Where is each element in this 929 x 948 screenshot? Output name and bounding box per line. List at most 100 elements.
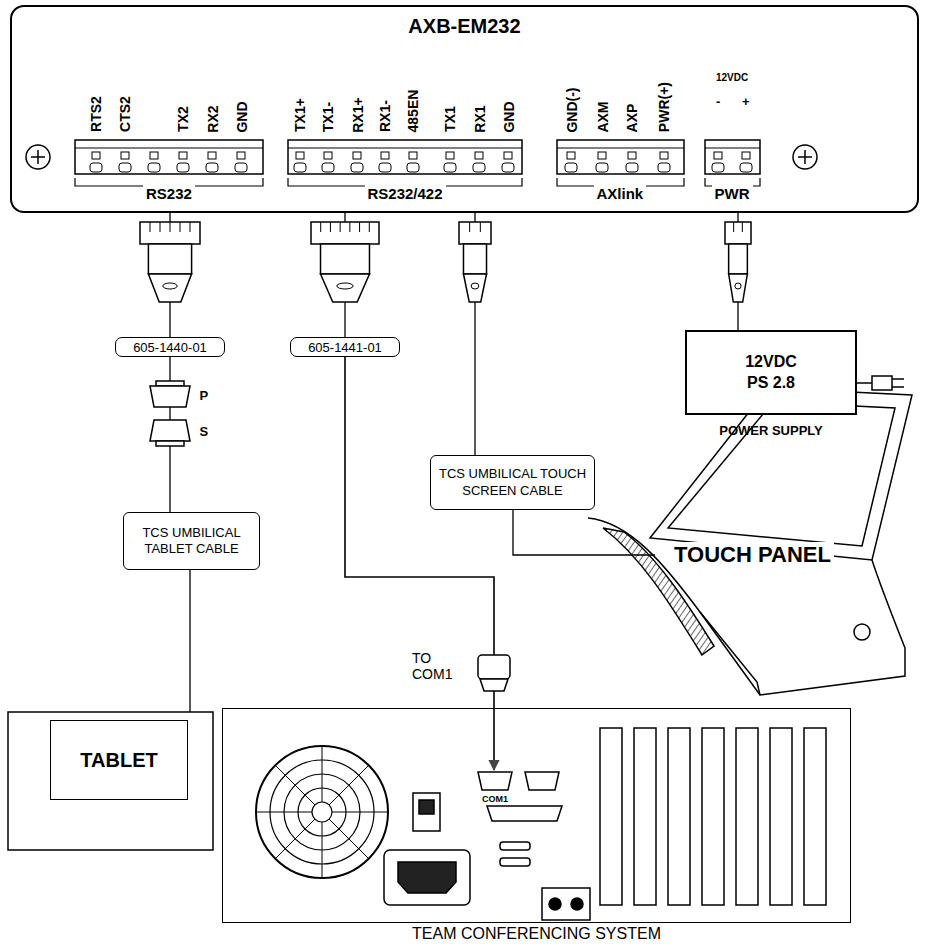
switch-rocker <box>419 800 434 814</box>
drawing <box>8 140 912 920</box>
plug-strain-relief <box>463 274 486 302</box>
terminal-screw <box>381 152 389 159</box>
plug-pin-divider <box>742 222 743 232</box>
pin-name: PWR(+) <box>656 82 672 132</box>
cable-part-number: 605-1441-01 <box>290 337 400 357</box>
cable-part-number: 605-1440-01 <box>115 337 225 357</box>
pin-name: TX1- <box>320 102 336 132</box>
port-group-name: RS232 <box>143 185 195 202</box>
plug-pin-divider <box>320 222 321 232</box>
mains-plug <box>872 376 892 390</box>
fan-grille-spoke <box>332 812 388 813</box>
tablet-housing <box>8 712 213 850</box>
voltage-label: 12VDC <box>716 72 748 84</box>
plug-strain-relief <box>321 274 370 302</box>
controller-panel: AXB-EM232 <box>10 5 919 213</box>
audio-jack-panel <box>500 842 530 850</box>
plug-pin-divider <box>733 222 734 232</box>
cable <box>513 510 655 555</box>
expansion-slot <box>634 728 656 905</box>
serial-port <box>525 772 559 790</box>
terminal-screw <box>504 152 512 159</box>
terminal-socket <box>351 163 363 172</box>
expansion-slot <box>600 728 622 905</box>
parallel-port <box>487 806 562 821</box>
terminal-strip <box>75 148 263 149</box>
plug-pin-divider <box>480 222 481 232</box>
pin-name: TX2 <box>175 106 191 132</box>
pin-name: RX1+ <box>349 97 365 132</box>
keyboard-port-panel <box>542 888 590 920</box>
power-inlet-socket <box>398 862 456 893</box>
plug-pin-divider <box>369 222 370 232</box>
port-group-name: AXlink <box>594 185 647 202</box>
plug-body <box>148 244 191 274</box>
terminal-screw <box>660 152 668 159</box>
plug-strain-relief <box>148 274 191 302</box>
fan-grille-spoke <box>256 812 312 813</box>
plug-pin-divider <box>170 222 171 232</box>
plug-pin-divider <box>469 222 470 232</box>
plug-head <box>311 222 379 244</box>
com1-port <box>478 772 512 790</box>
terminal-screw <box>324 152 332 159</box>
plug-pin-divider <box>359 222 360 232</box>
plug-body <box>729 244 748 274</box>
db9-male-plug <box>150 386 190 407</box>
cable <box>189 570 190 712</box>
pin-name: 485EN <box>405 89 421 132</box>
plug-screw <box>471 283 479 289</box>
terminal-socket <box>712 163 724 172</box>
power-inlet <box>384 850 470 905</box>
terminal-block <box>75 140 263 174</box>
terminal-socket <box>565 163 577 172</box>
audio-jack-panel <box>500 858 530 866</box>
port-name: COM1 <box>482 794 508 804</box>
terminal-screw <box>208 152 216 159</box>
expansion-slot <box>736 728 758 905</box>
node-text: 12VDC PS 2.8 <box>734 352 808 394</box>
conferencing-system: TEAM CONFERENCING SYSTEM <box>222 708 851 923</box>
terminal-screw <box>446 152 454 159</box>
terminal-strip <box>705 148 760 149</box>
fan-grille-spoke <box>275 819 315 859</box>
keyboard-port <box>571 898 583 910</box>
fan-grille-ring <box>312 802 332 822</box>
terminal-socket <box>444 163 456 172</box>
connector-gender: S <box>200 425 209 440</box>
polarity-sign: + <box>742 95 750 110</box>
terminal-screw <box>150 152 158 159</box>
terminal-screw <box>598 152 606 159</box>
node-text: TOUCH PANEL <box>671 542 834 568</box>
plug-strain-relief <box>729 274 748 302</box>
terminal-screw <box>237 152 245 159</box>
connection-note: TO COM1 <box>412 650 468 682</box>
pin-name: GND <box>500 101 516 132</box>
db9-female-socket <box>150 420 190 441</box>
pin-name: TX1+ <box>292 98 308 132</box>
touch-panel-knob <box>854 624 870 640</box>
terminal-screw <box>409 152 417 159</box>
port-group-name: RS232/422 <box>365 185 446 202</box>
plug-pin-divider <box>150 222 151 232</box>
expansion-slot <box>668 728 690 905</box>
pin-name: RTS2 <box>88 96 104 132</box>
terminal-screw <box>296 152 304 159</box>
screw-cross <box>798 150 812 164</box>
terminal-screw <box>567 152 575 159</box>
mains-plug-prongs <box>892 379 904 387</box>
plug-screw <box>337 283 353 289</box>
terminal-socket <box>206 163 218 172</box>
fan-grille-ring <box>256 746 388 878</box>
plug-pin-divider <box>190 222 191 232</box>
pin-name: GND(-) <box>563 87 579 132</box>
plug-head <box>459 222 491 244</box>
plug-head <box>725 222 751 244</box>
plug-pin-divider <box>349 222 350 232</box>
expansion-slot <box>804 728 826 905</box>
terminal-socket <box>596 163 608 172</box>
pin-name: RX2 <box>204 105 220 132</box>
node-text: TABLET <box>50 720 188 800</box>
connector-gender: P <box>200 389 209 404</box>
